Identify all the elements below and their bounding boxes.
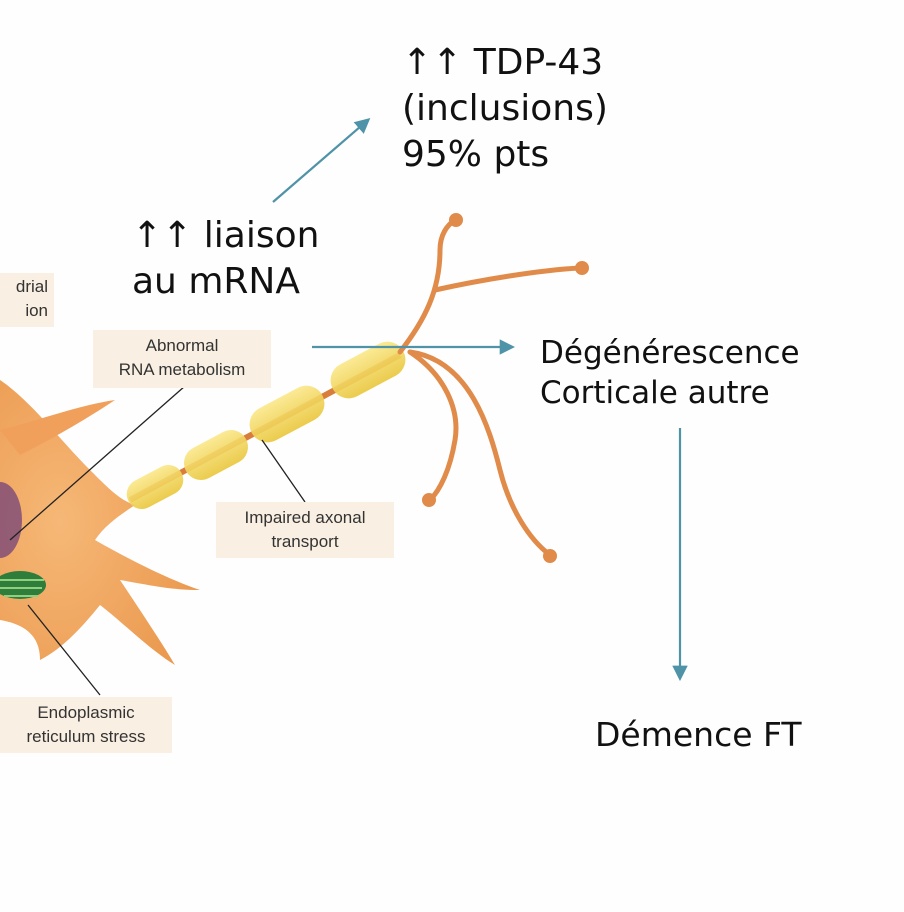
er-line1: Endoplasmic	[37, 703, 135, 722]
liaison-line: ↑↑ liaison	[132, 215, 320, 256]
flow-arrows	[272, 117, 688, 682]
tdp43-line: ↑↑ TDP-43	[402, 42, 604, 83]
rna-line1: Abnormal	[145, 336, 219, 355]
myelin-segment-4	[330, 341, 406, 399]
axonal-line2: transport	[271, 532, 339, 551]
terminal-boutons	[422, 213, 589, 563]
degenerescence-line: Dégénérescence	[540, 335, 800, 371]
arrow-to-tdp	[272, 117, 371, 203]
axonal-line1: Impaired axonal	[244, 508, 366, 527]
myelin-segment-1	[126, 464, 184, 510]
myelin-segment-3	[249, 385, 325, 443]
mito-line2: ion	[25, 301, 48, 320]
demence-line: Démence FT	[595, 715, 802, 754]
axon-terminals	[397, 217, 583, 558]
corticale-line: Corticale autre	[540, 375, 770, 411]
pointer-lines	[9, 385, 306, 696]
myelin-segment-2	[183, 430, 249, 480]
er-stress-label: Endoplasmic reticulum stress	[0, 697, 172, 753]
er-green	[0, 571, 46, 599]
er-line2: reticulum stress	[26, 727, 146, 746]
cell-body	[0, 380, 200, 665]
mitochondrial-label: drial ion	[0, 273, 54, 327]
mito-line1: drial	[15, 277, 48, 296]
nucleus	[0, 482, 22, 558]
rna-metabolism-label: Abnormal RNA metabolism	[93, 330, 271, 388]
tdp43-annotation: ↑↑ TDP-43 (inclusions) 95% pts	[402, 40, 608, 178]
demence-annotation: Démence FT	[595, 713, 802, 757]
percentage-line: 95% pts	[402, 134, 550, 175]
degenerescence-annotation: Dégénérescence Corticale autre	[540, 333, 800, 413]
liaison-annotation: ↑↑ liaison au mRNA	[132, 213, 319, 305]
mrna-line: au mRNA	[132, 261, 300, 302]
inclusions-line: (inclusions)	[402, 88, 608, 129]
rna-line2: RNA metabolism	[118, 360, 246, 379]
axonal-transport-label: Impaired axonal transport	[216, 502, 394, 558]
